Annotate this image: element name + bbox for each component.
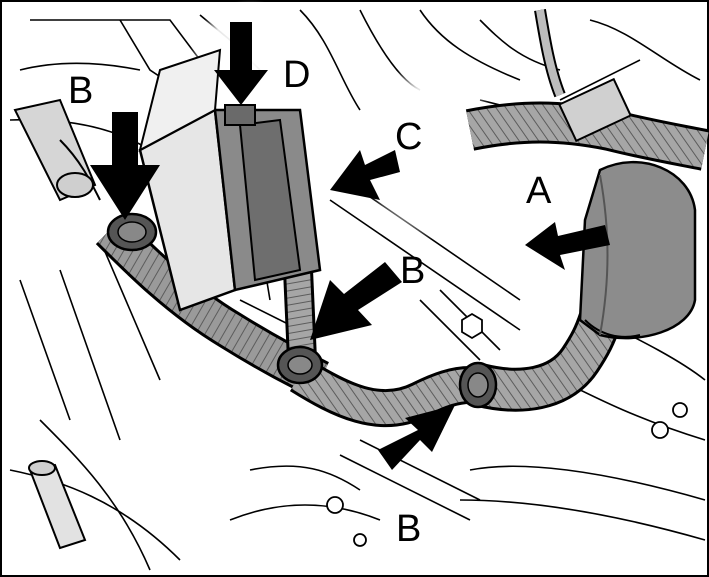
hose-clamp-center [276,345,324,385]
callout-label-b-bottom: B [396,508,422,550]
callout-label-c: C [395,116,423,158]
corrugated-hose-right [475,313,619,409]
bottom-left-tube [28,460,87,550]
arrow-a-icon [525,222,610,270]
callout-label-d: D [283,54,311,96]
left-pipe [13,98,101,202]
air-filter-housing [578,160,697,340]
hose-clamp-left [106,212,158,252]
top-connector [534,9,632,143]
callout-label-b-left: B [68,70,94,112]
arrow-group [90,22,610,470]
callout-label-a: A [526,170,552,212]
corrugated-hose-center [291,361,471,425]
corrugated-hose-vertical [286,269,314,361]
arrow-d-icon [214,22,268,105]
arrow-b-bottom-icon [378,405,455,470]
arrow-b-left-icon [90,112,160,220]
callout-label-b-center: B [400,250,426,292]
control-module [138,48,322,312]
bolt [326,312,688,547]
highlight-glow [360,60,500,240]
hose-clamp-right [458,361,498,409]
arrow-c-icon [330,150,400,200]
corrugated-hose-top [466,104,709,168]
arrow-b-center-icon [310,262,402,340]
